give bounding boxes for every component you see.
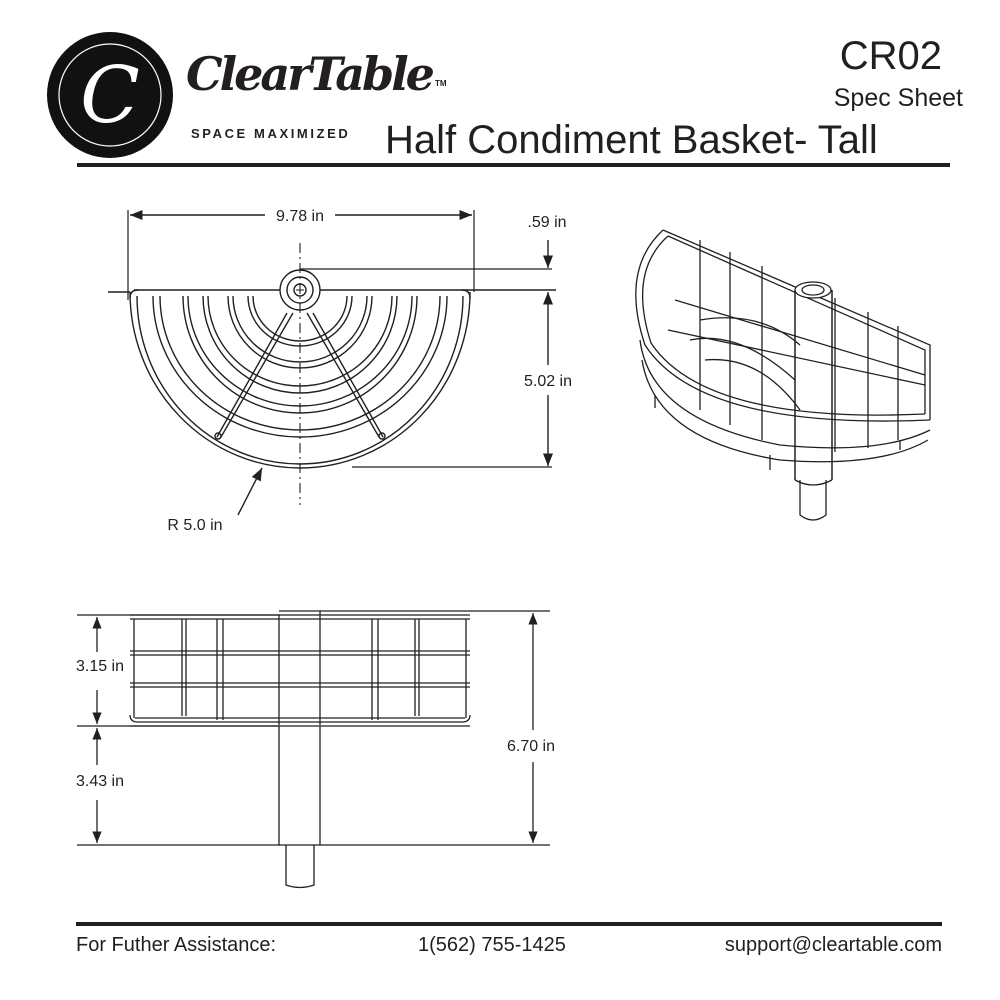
dim-basket-height: 3.15 in	[76, 658, 124, 675]
brand-name: ClearTable	[186, 47, 435, 101]
dim-post-offset: .59 in	[527, 214, 566, 231]
logo-badge: C	[47, 32, 173, 158]
header-divider	[77, 163, 950, 167]
dim-width: 9.78 in	[276, 208, 324, 225]
doc-type: Spec Sheet	[833, 84, 963, 112]
trademark: TM	[434, 79, 447, 88]
dim-radius: R 5.0 in	[167, 517, 222, 534]
footer-divider	[76, 922, 942, 926]
page-title: Half Condiment Basket- Tall	[385, 118, 878, 162]
dim-post-height: 3.43 in	[76, 773, 124, 790]
dim-depth: 5.02 in	[524, 373, 572, 390]
front-view	[77, 610, 550, 889]
dim-total-height: 6.70 in	[507, 738, 555, 755]
technical-drawing: 9.78 in .59 in 5.02 in R 5.0 in	[76, 0, 931, 889]
brand-tagline: SPACE MAXIMIZED	[191, 126, 351, 141]
support-email[interactable]: support@cleartable.com	[724, 934, 942, 956]
isometric-view	[635, 229, 931, 521]
model-number: CR02	[839, 34, 942, 78]
phone-number[interactable]: 1(562) 755-1425	[418, 934, 566, 956]
assistance-label: For Futher Assistance:	[76, 934, 277, 956]
top-view	[108, 210, 556, 516]
brand-wordmark: ClearTable TM	[186, 48, 447, 100]
logo-letter: C	[80, 51, 140, 141]
